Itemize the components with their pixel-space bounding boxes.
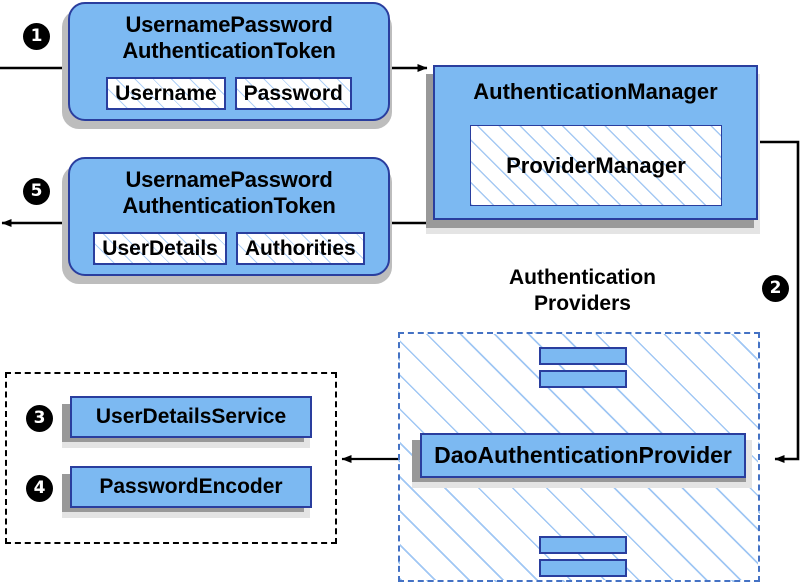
request-token-box: UsernamePassword AuthenticationToken Use… [68,2,390,121]
request-token-slots: Username Password [83,77,375,110]
marker-4: 4 [26,475,53,502]
response-token-title: UsernamePassword AuthenticationToken [122,167,336,219]
username-slot: Username [106,77,226,110]
marker-2: 2 [762,275,789,302]
authentication-providers-label: Authentication Providers [460,265,705,317]
providers-label-line2: Providers [534,292,631,315]
provider-bar-bottom-1 [539,536,627,554]
password-encoder-box: PasswordEncoder [70,466,312,508]
user-details-service-box: UserDetailsService [70,396,312,438]
response-token-box: UsernamePassword AuthenticationToken Use… [68,157,390,276]
provider-bar-bottom-2 [539,559,627,577]
request-token-title: UsernamePassword AuthenticationToken [122,12,336,64]
services-region [5,372,337,544]
providers-label-line1: Authentication [509,266,656,289]
password-slot: Password [234,77,352,110]
provider-bar-top-2 [539,370,627,388]
authorities-slot: Authorities [235,232,365,265]
marker-1: 1 [23,23,50,50]
marker-5: 5 [23,178,50,205]
response-token-title-line2: AuthenticationToken [122,193,336,218]
user-details-slot: UserDetails [93,232,227,265]
response-token-title-line1: UsernamePassword [125,167,333,192]
authentication-manager-title: AuthenticationManager [473,79,718,104]
request-token-title-line2: AuthenticationToken [122,38,336,63]
request-token-title-line1: UsernamePassword [125,12,333,37]
dao-authentication-provider-box: DaoAuthenticationProvider [420,433,746,478]
marker-3: 3 [26,405,53,432]
provider-manager-box: ProviderManager [470,125,722,206]
provider-bar-top-1 [539,347,627,365]
response-token-slots: UserDetails Authorities [83,232,375,265]
